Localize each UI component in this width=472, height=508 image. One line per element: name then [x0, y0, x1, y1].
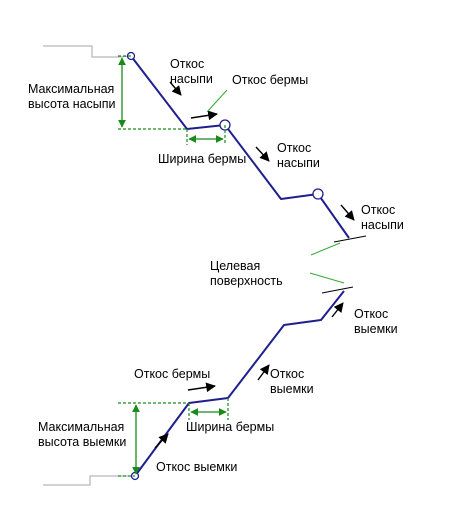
- cut-slope-label-1: Откос выемки: [354, 307, 398, 336]
- cut-slope-label-2: Откос выемки: [270, 367, 314, 396]
- cut-slope-arrow-3: [154, 433, 169, 449]
- max-fill-height-label: Максимальная высота насыпи: [28, 82, 118, 111]
- max-cut-height-label: Максимальная высота выемки: [38, 420, 128, 449]
- cut-profile-line: [134, 290, 345, 477]
- fill-slope-arrow-2: [255, 146, 270, 162]
- cut-slope-label-3: Откос выемки: [156, 460, 237, 474]
- berm-slope-leader-1: [206, 89, 228, 113]
- berm-slope-label-2: Откос бермы: [134, 367, 210, 381]
- berm-slope-label-1: Откос бермы: [232, 73, 308, 87]
- berm-width-label-2: Ширина бермы: [186, 420, 274, 434]
- berm-slope-arrow-1: [190, 110, 218, 121]
- target-surface-tick-fill: [333, 235, 367, 243]
- fill-slope-arrow-1: [169, 81, 182, 96]
- target-surface-leader-2: [309, 272, 345, 284]
- berm-width-label-1: Ширина бермы: [158, 152, 246, 166]
- cut-slope-arrow-1: [257, 364, 270, 381]
- target-surface-tick-cut: [321, 286, 354, 294]
- existing-ground-top: [43, 45, 132, 58]
- fill-slope-arrow-3: [340, 204, 355, 221]
- fill-slope-label-2: Откос насыпи: [277, 141, 320, 170]
- fill-profile-line: [130, 55, 350, 239]
- berm-vertex-2: [312, 188, 324, 200]
- berm-slope-arrow-2: [187, 382, 216, 393]
- fill-slope-label-3: Откос насыпи: [361, 203, 404, 232]
- fill-slope-label-1: Откос насыпи: [170, 57, 213, 86]
- existing-ground-bottom: [43, 475, 135, 486]
- target-surface-leader-1: [310, 242, 341, 256]
- cut-slope-arrow-2: [331, 302, 344, 318]
- target-surface-label: Целевая поверхность: [210, 259, 283, 288]
